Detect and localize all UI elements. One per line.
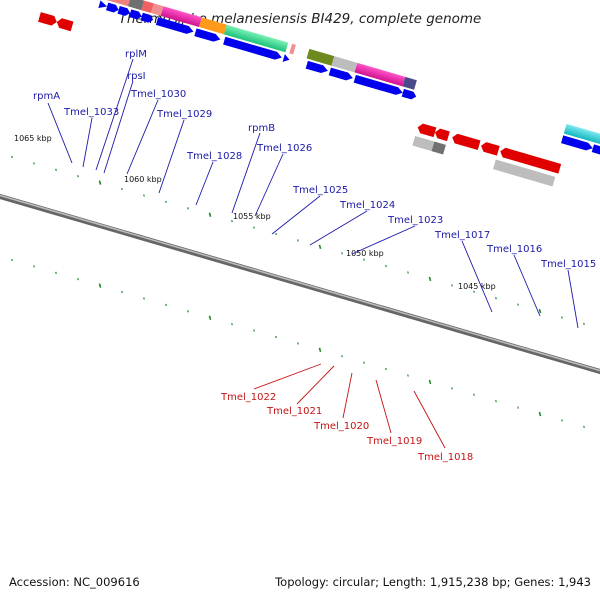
tick-mark bbox=[473, 393, 475, 396]
tick-mark bbox=[208, 212, 212, 217]
tick-mark bbox=[363, 361, 365, 364]
gene-label: Tmel_1019 bbox=[366, 436, 422, 447]
feature-band-upper bbox=[106, 0, 600, 160]
tick-mark bbox=[385, 367, 387, 371]
gene-label: rplM bbox=[125, 49, 147, 60]
gene-label: Tmel_1015 bbox=[540, 259, 596, 270]
tick-mark bbox=[143, 297, 145, 300]
gene-label: Tmel_1020 bbox=[313, 421, 369, 432]
gene-label: Tmel_1033 bbox=[63, 107, 119, 118]
tick-mark bbox=[318, 244, 322, 250]
tick-mark bbox=[363, 258, 365, 261]
tick-mark bbox=[428, 276, 432, 282]
tick-mark bbox=[253, 329, 255, 332]
tick-mark bbox=[561, 316, 563, 319]
tick-label: 1045 kbp bbox=[458, 282, 496, 291]
tick-mark bbox=[77, 278, 79, 281]
tick-mark bbox=[495, 400, 497, 403]
tick-label: 1055 kbp bbox=[233, 212, 271, 221]
gene-label: rpmB bbox=[248, 123, 275, 134]
tick-mark bbox=[275, 232, 277, 236]
gene-label: Tmel_1030 bbox=[130, 89, 186, 100]
tick-mark bbox=[451, 387, 453, 390]
tick-mark bbox=[98, 180, 102, 185]
gene-label: Tmel_1021 bbox=[266, 406, 322, 417]
gene-label: rpmA bbox=[33, 91, 60, 102]
gene-label: Tmel_1016 bbox=[486, 244, 542, 255]
tick-mark bbox=[538, 411, 542, 417]
genome-backbone bbox=[0, 193, 600, 375]
tick-mark bbox=[253, 226, 255, 229]
tick-mark bbox=[121, 290, 123, 294]
gene-label: rpsI bbox=[127, 71, 146, 82]
tick-mark bbox=[385, 264, 387, 268]
tick-mark bbox=[451, 284, 453, 287]
genome-summary-text: Topology: circular; Length: 1,915,238 bp… bbox=[274, 575, 591, 589]
tick-mark bbox=[297, 342, 299, 345]
tick-mark bbox=[473, 290, 475, 293]
gene-label: Tmel_1022 bbox=[220, 392, 276, 403]
tick-mark bbox=[55, 168, 57, 171]
tick-mark bbox=[297, 239, 299, 242]
tick-mark bbox=[98, 283, 102, 288]
gene-labels-bottom bbox=[253, 363, 446, 449]
gene-label: Tmel_1018 bbox=[417, 452, 473, 463]
gene-label: Tmel_1024 bbox=[339, 200, 395, 211]
tick-label: 1065 kbp bbox=[14, 134, 52, 143]
tick-mark bbox=[538, 308, 542, 314]
tick-mark bbox=[165, 303, 167, 307]
tick-mark bbox=[187, 310, 189, 313]
tick-mark bbox=[407, 374, 409, 377]
tick-mark bbox=[33, 162, 35, 165]
tick-mark bbox=[583, 322, 585, 326]
tick-mark bbox=[55, 271, 57, 274]
tick-mark bbox=[11, 258, 13, 262]
tick-mark bbox=[165, 200, 167, 204]
tick-mark bbox=[208, 315, 212, 320]
tick-mark bbox=[341, 252, 343, 255]
tick-mark bbox=[341, 355, 343, 358]
tick-labels: 1065 kbp 1060 kbp 1055 kbp 1050 kbp 1045… bbox=[14, 134, 496, 291]
tick-mark bbox=[583, 425, 585, 429]
tick-mark bbox=[407, 271, 409, 274]
gene-label-text-top: rplM rpsI rpmA Tmel_1030 Tmel_1033 Tmel_… bbox=[33, 49, 596, 270]
reverse-genes-left bbox=[38, 12, 74, 32]
tick-mark bbox=[77, 175, 79, 178]
tick-mark bbox=[33, 265, 35, 268]
inner-tick-ring bbox=[11, 258, 585, 429]
tick-mark bbox=[275, 335, 277, 339]
accession-text: Accession: NC_009616 bbox=[9, 575, 140, 589]
tick-mark bbox=[561, 419, 563, 422]
tick-mark bbox=[495, 297, 497, 300]
reverse-genes bbox=[417, 123, 562, 174]
gene-label: Tmel_1026 bbox=[256, 143, 312, 154]
gene-label: Tmel_1029 bbox=[156, 109, 212, 120]
gene-labels-top bbox=[47, 58, 579, 329]
outer-tick-ring bbox=[11, 155, 585, 326]
feature-band-lower bbox=[412, 135, 556, 187]
forward-genes bbox=[98, 0, 600, 168]
tick-mark bbox=[231, 219, 233, 223]
tick-mark bbox=[318, 347, 322, 353]
tick-mark bbox=[517, 406, 519, 409]
tick-mark bbox=[143, 194, 145, 197]
tick-label: 1060 kbp bbox=[124, 175, 162, 184]
tick-mark bbox=[231, 322, 233, 326]
tick-mark bbox=[517, 303, 519, 306]
tick-mark bbox=[428, 379, 432, 385]
tick-mark bbox=[187, 207, 189, 210]
tick-mark bbox=[11, 155, 13, 159]
gene-label: Tmel_1025 bbox=[292, 185, 348, 196]
gene-label: Tmel_1017 bbox=[434, 230, 490, 241]
tick-mark bbox=[121, 187, 123, 191]
gene-label: Tmel_1028 bbox=[186, 151, 242, 162]
gene-label-text-bottom: Tmel_1022 Tmel_1021 Tmel_1020 Tmel_1019 … bbox=[220, 392, 473, 463]
gene-label: Tmel_1023 bbox=[387, 215, 443, 226]
tick-label: 1050 kbp bbox=[346, 249, 384, 258]
